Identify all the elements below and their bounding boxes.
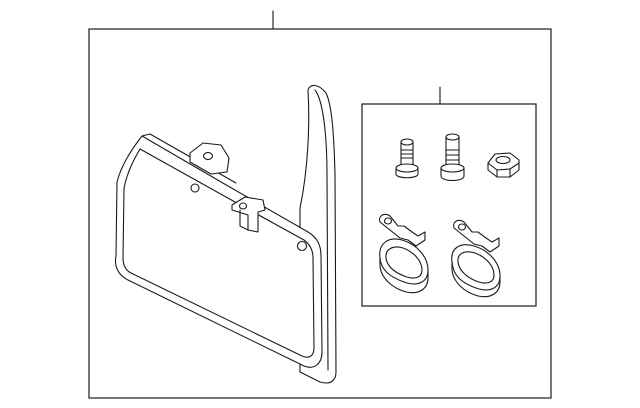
hose-clamp-icon: [379, 213, 429, 294]
hex-nut-icon: [487, 152, 520, 178]
mud-flap-icon: [114, 84, 337, 384]
hardware-kit-frame: [361, 103, 537, 307]
plate-hole-lower: [296, 240, 308, 252]
plate-hole-upper: [190, 183, 200, 193]
center-bracket-hole: [238, 202, 248, 210]
bolt-icon: [395, 138, 419, 179]
hose-clamp-icon: [451, 219, 501, 298]
center-bracket-side: [239, 209, 249, 231]
mud-flap-rim: [122, 148, 315, 358]
bolt-icon: [440, 133, 465, 182]
mounting-tab-hole: [202, 151, 214, 161]
mud-flap-plate: [114, 135, 323, 368]
mounting-tab: [189, 142, 230, 175]
assembly-frame: [88, 28, 552, 399]
mud-flap-blade-edge: [314, 89, 329, 371]
